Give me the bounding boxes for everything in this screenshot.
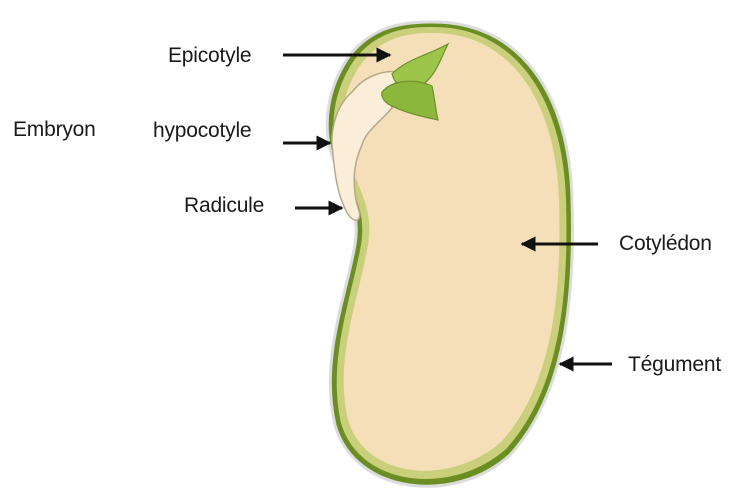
label-radicule: Radicule <box>184 195 264 216</box>
label-tegument: Tégument <box>628 354 721 375</box>
label-epicotyle: Epicotyle <box>168 45 251 66</box>
label-embryon: Embryon <box>13 119 96 140</box>
label-cotyledon: Cotylédon <box>619 233 712 254</box>
label-hypocotyle: hypocotyle <box>153 120 251 141</box>
